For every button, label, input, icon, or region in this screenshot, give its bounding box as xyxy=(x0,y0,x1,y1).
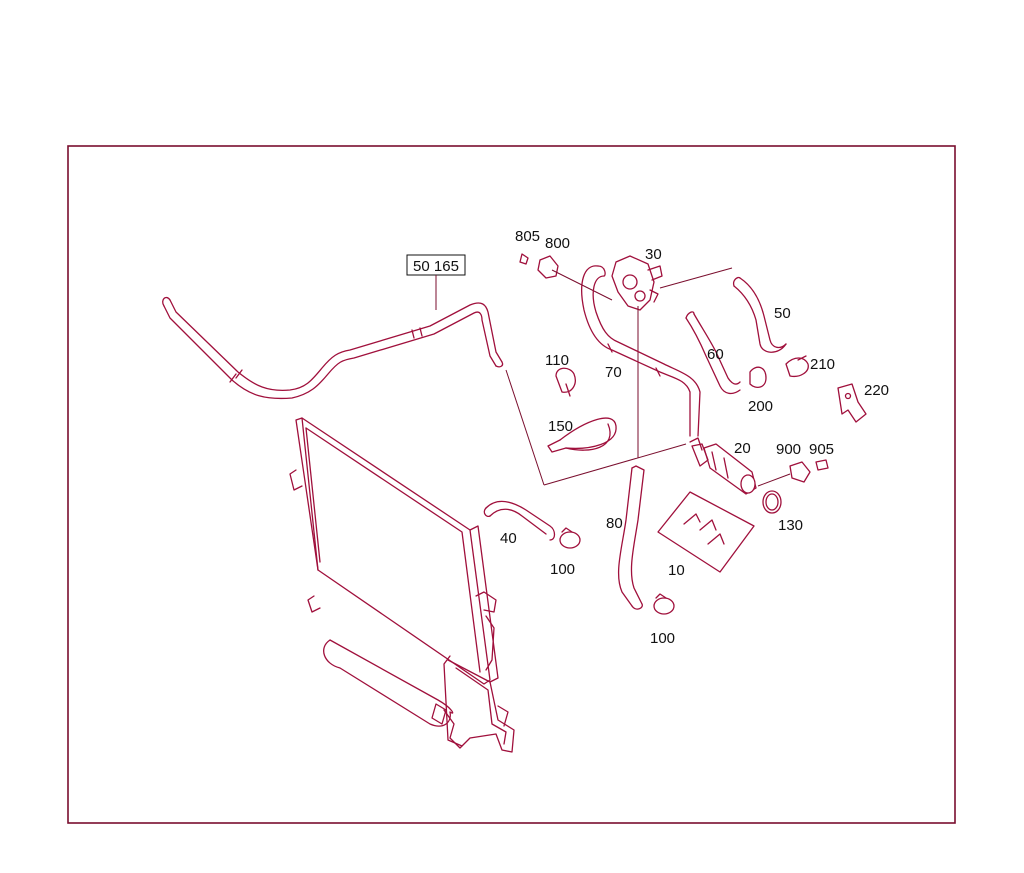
callout-label-30: 30 xyxy=(645,246,662,263)
callout-label-100a: 100 xyxy=(550,561,575,578)
callout-label-60: 60 xyxy=(707,346,724,363)
bracket-220[interactable] xyxy=(837,383,867,423)
callout-label-80: 80 xyxy=(606,515,623,532)
callout-label-10: 10 xyxy=(668,562,685,579)
hose-60[interactable] xyxy=(685,311,741,395)
callout-label-200: 200 xyxy=(748,398,773,415)
diagram-frame xyxy=(67,145,956,824)
clip-200[interactable] xyxy=(749,366,767,389)
callout-label-130: 130 xyxy=(778,517,803,534)
valve-block-30[interactable] xyxy=(611,255,663,311)
callout-label-800: 800 xyxy=(545,235,570,252)
refrigerant-line-50165[interactable] xyxy=(162,296,504,400)
clip-210[interactable] xyxy=(785,355,809,378)
grommet-800[interactable] xyxy=(537,255,559,279)
callout-label-50165: 50 165 xyxy=(413,258,459,275)
hose-50[interactable] xyxy=(732,276,787,353)
condenser[interactable] xyxy=(289,417,515,753)
callout-label-40: 40 xyxy=(500,530,517,547)
callout-label-900: 900 xyxy=(776,441,801,458)
connector-900[interactable] xyxy=(789,461,811,483)
ring-130[interactable] xyxy=(762,490,782,514)
auxiliary-pump-20[interactable] xyxy=(689,437,757,495)
callout-label-805: 805 xyxy=(515,228,540,245)
cable-tie-150[interactable] xyxy=(547,417,617,453)
callout-label-70: 70 xyxy=(605,364,622,381)
hose-clamp-100-right[interactable] xyxy=(653,593,675,615)
callout-label-210: 210 xyxy=(810,356,835,373)
callout-label-110: 110 xyxy=(545,352,569,369)
callout-label-50: 50 xyxy=(774,305,791,322)
hose-70[interactable] xyxy=(581,265,701,437)
callout-label-150: 150 xyxy=(548,418,573,435)
callout-label-100b: 100 xyxy=(650,630,675,647)
hose-40[interactable] xyxy=(483,500,556,541)
plug-905[interactable] xyxy=(815,459,829,471)
callout-label-20: 20 xyxy=(734,440,751,457)
mounting-plate-10[interactable] xyxy=(657,491,755,573)
hose-80[interactable] xyxy=(617,465,645,610)
callout-label-905: 905 xyxy=(809,441,834,458)
hose-clamp-100-left[interactable] xyxy=(559,527,581,549)
screw-805[interactable] xyxy=(519,253,529,265)
callout-label-220: 220 xyxy=(864,382,889,399)
clamp-110[interactable] xyxy=(555,367,576,397)
